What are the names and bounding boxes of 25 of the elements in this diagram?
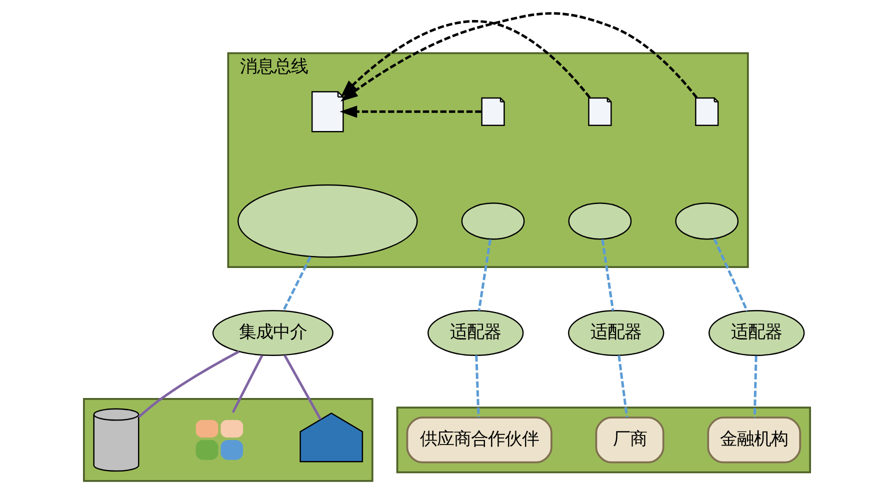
connector	[475, 355, 480, 418]
connector	[478, 239, 492, 311]
connector	[138, 350, 240, 418]
cluster	[396, 406, 812, 474]
cluster: 消息总线	[227, 52, 749, 268]
connector	[618, 355, 628, 418]
cluster	[82, 398, 374, 482]
connector	[282, 256, 312, 312]
arrow	[340, 106, 482, 118]
node-ellipse	[237, 184, 418, 258]
connector	[284, 354, 322, 420]
node-box: 厂商	[595, 416, 664, 464]
connector	[601, 239, 614, 311]
node-box: 金融机构	[707, 416, 802, 464]
node-ellipse: 适配器	[568, 310, 664, 356]
node-box: 供应商合作伙伴	[406, 416, 552, 464]
connector	[713, 238, 748, 312]
node-picture	[300, 412, 364, 462]
node-ellipse	[675, 202, 739, 240]
node-ellipse: 适配器	[708, 310, 805, 356]
node-ellipse	[568, 202, 632, 240]
connector	[753, 356, 758, 418]
node-ellipse	[461, 202, 525, 240]
node-ellipse: 适配器	[427, 310, 524, 356]
node-ellipse: 集成中介	[212, 310, 334, 356]
